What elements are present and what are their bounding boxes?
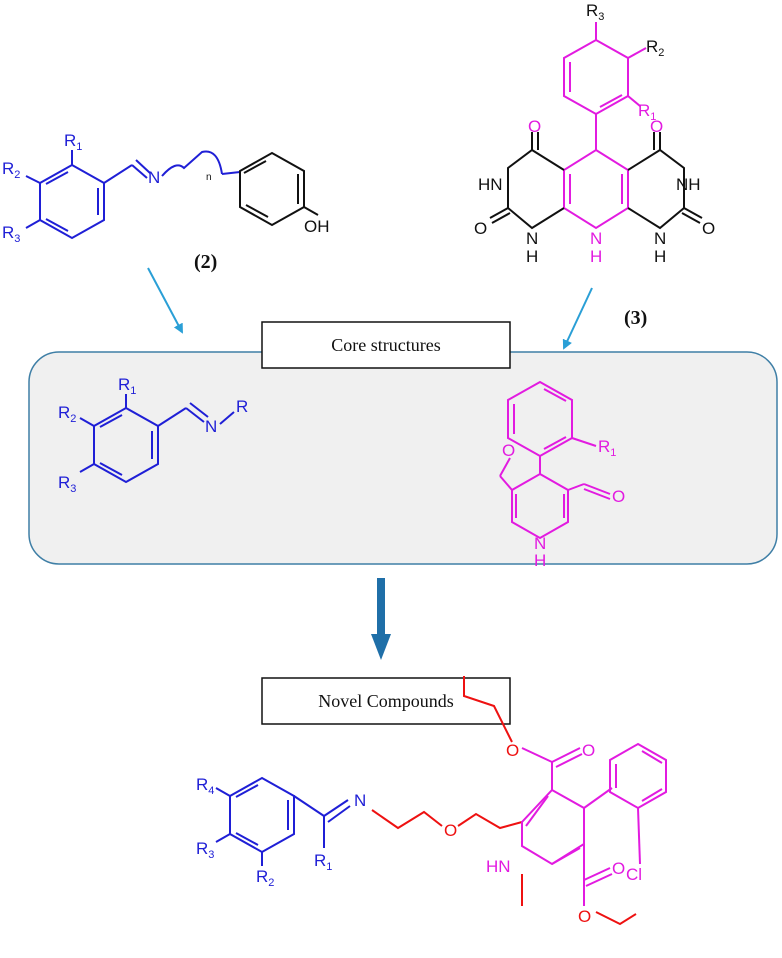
compound-3-r1: R1 (638, 101, 656, 123)
compound-3-nh-bottom-right: N (654, 229, 666, 248)
compound-3-aryl-ring (563, 38, 629, 116)
compound-3-o-bottom-right: O (702, 219, 715, 238)
compound-2-label: (2) (194, 251, 217, 273)
novel-compounds-title-box (261, 677, 511, 725)
arrow-to-novel-compounds (371, 578, 391, 660)
novel-ethyl-methyl (463, 676, 637, 926)
compound-2-r3: R3 (2, 223, 20, 245)
compound-2-r2: R2 (2, 159, 20, 181)
novel-compounds-title: Novel Compounds (318, 691, 454, 711)
compound-3-r3: R3 (586, 1, 604, 23)
novel-o-top-2: O (582, 741, 595, 760)
core-right-r1: R1 (598, 437, 616, 459)
core-right-h: H (534, 551, 546, 570)
compound-3-o-left: O (528, 117, 541, 136)
novel-aryl-imine (215, 776, 351, 866)
arrow-from-compound-3 (562, 287, 593, 350)
core-right-n: N (534, 534, 546, 553)
compound-3-nh-bottom-left-h: H (526, 247, 538, 266)
core-structures-panel (28, 351, 778, 565)
compound-3 (563, 22, 647, 230)
compound-3-hn-left: HN (478, 175, 503, 194)
novel-r4: R4 (196, 775, 214, 797)
core-left-n: N (205, 417, 217, 436)
novel-r3: R3 (196, 839, 214, 861)
compound-3-o-bottom-left: O (474, 219, 487, 238)
novel-r1: R1 (314, 851, 332, 873)
compound-3-pyrimidines (489, 132, 703, 230)
core-left-r2: R2 (58, 403, 76, 425)
novel-o-bottom-1: O (612, 859, 625, 878)
compound-2-benzene-ring (39, 163, 105, 240)
compound-2-r1: R1 (64, 131, 82, 153)
novel-o-bottom-2: O (578, 907, 591, 926)
novel-n: N (354, 791, 366, 810)
core-left-imine (79, 394, 235, 484)
compound-3-nh-right: NH (676, 175, 701, 194)
compound-3-r2: R2 (646, 37, 664, 59)
compound-3-central-pyridine (563, 148, 629, 230)
compound-3-nh-bottom-right-h: H (654, 247, 666, 266)
compound-3-nh-middle: N (590, 229, 602, 248)
arrow-from-compound-2 (147, 267, 183, 334)
compound-2-n: N (148, 168, 160, 187)
compound-2-oh: OH (304, 217, 330, 236)
novel-r2: R2 (256, 867, 274, 889)
compound-2-phenol (239, 151, 319, 227)
core-left-r3: R3 (58, 473, 76, 495)
novel-o-top-1: O (506, 741, 519, 760)
compound-3-o-right: O (650, 117, 663, 136)
novel-o-ether: O (444, 821, 457, 840)
core-right-o-left: O (502, 441, 515, 460)
core-right-o-right: O (612, 487, 625, 506)
core-right-dihydropyridine (499, 380, 611, 540)
compound-3-nh-bottom-left: N (526, 229, 538, 248)
novel-hn: HN (486, 857, 511, 876)
novel-cl: Cl (626, 865, 642, 884)
compound-3-nh-middle-h: H (590, 247, 602, 266)
compound-2-n-index: n (206, 172, 212, 183)
compound-3-label: (3) (624, 307, 647, 329)
core-structures-title: Core structures (331, 335, 440, 355)
core-structures-title-box (261, 321, 511, 369)
core-left-r: R (236, 397, 248, 416)
compound-2-chain (161, 150, 223, 177)
core-left-r1: R1 (118, 375, 136, 397)
compound-2 (25, 150, 241, 240)
novel-linker (371, 809, 523, 830)
novel-dihydropyridine (521, 742, 667, 906)
